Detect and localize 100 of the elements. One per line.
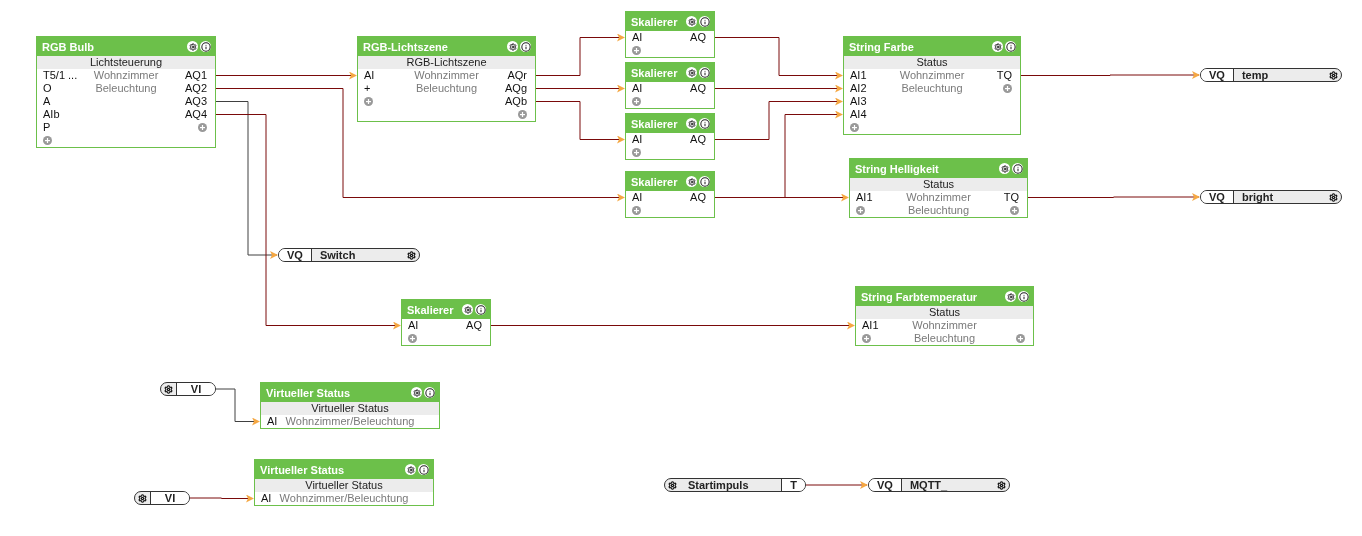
virtual-input — [134, 491, 190, 505]
connection-line — [215, 88, 625, 202]
room-label: Wohnzimmer — [899, 69, 965, 82]
port-label: AQg — [505, 82, 527, 95]
connection-line — [490, 321, 855, 330]
virtual-output — [278, 248, 420, 262]
room-label: Beleuchtung — [415, 82, 478, 95]
connection-line — [215, 114, 401, 330]
room-label: Beleuchtung — [913, 332, 976, 345]
block-subtitle: Virtueller Status — [261, 402, 439, 415]
port-label: AQ — [690, 82, 706, 95]
io-type-label: VI — [150, 492, 189, 504]
port-label: AQ — [690, 31, 706, 44]
virtual-output — [1200, 190, 1342, 204]
function-block — [849, 158, 1028, 218]
port-label: AI2 — [850, 82, 867, 95]
port-label: AIb — [43, 108, 60, 121]
port-label: AI1 — [850, 69, 867, 82]
port-label: A — [43, 95, 51, 108]
io-type-label: VQ — [1201, 69, 1234, 81]
function-block — [855, 286, 1034, 346]
block-title: Skalierer — [631, 66, 678, 79]
block-subtitle: Status — [850, 178, 1027, 191]
port-label: AQ1 — [185, 69, 207, 82]
connection-line — [805, 481, 868, 489]
connection-line — [1027, 193, 1200, 201]
connection-line — [714, 37, 843, 80]
block-subtitle: Virtueller Status — [255, 479, 433, 492]
function-block — [357, 36, 536, 122]
port-label: AI — [408, 319, 419, 332]
connection-line — [535, 101, 625, 144]
port-label: T5/1 ... — [43, 69, 78, 82]
function-block — [401, 299, 491, 346]
port-label: AI — [364, 69, 375, 82]
virtual-output — [1200, 68, 1342, 82]
connection-line — [215, 101, 278, 259]
connection-line — [215, 71, 357, 80]
port-label: AI — [632, 31, 643, 44]
port-label: TQ — [1003, 191, 1019, 204]
room-label: Beleuchtung — [907, 204, 970, 217]
port-label: AI — [632, 82, 643, 95]
block-title: Skalierer — [631, 175, 678, 188]
room-label: Wohnzimmer — [414, 69, 479, 82]
block-title: Virtueller Status — [266, 386, 351, 399]
port-label: O — [43, 82, 52, 95]
virtual-output — [868, 478, 1010, 492]
room-label: Wohnzimmer — [906, 191, 971, 204]
port-label: AQ — [690, 133, 706, 146]
connection-line — [535, 84, 625, 93]
block-title: RGB Bulb — [42, 40, 94, 53]
room-label: Wohnzimmer — [93, 69, 159, 82]
block-subtitle: Lichtsteuerung — [37, 56, 215, 69]
function-block — [625, 11, 715, 58]
block-subtitle: RGB-Lichtszene — [358, 56, 535, 69]
block-title: String Farbtemperatur — [861, 290, 978, 303]
port-label: AI — [261, 492, 272, 505]
block-title: String Farbe — [849, 40, 914, 53]
port-label: AQr — [507, 69, 527, 82]
virtual-input — [664, 478, 806, 492]
port-label: AQ — [690, 191, 706, 204]
connection-line — [714, 84, 843, 93]
connection-line — [714, 97, 843, 140]
connection-line — [714, 193, 849, 202]
port-label: TQ — [996, 69, 1012, 82]
io-type-label: VQ — [869, 479, 902, 491]
connection-line — [215, 388, 260, 426]
port-label: AI4 — [850, 108, 867, 121]
room-label: Wohnzimmer/Beleuchtung — [285, 415, 415, 428]
io-type-label: VI — [176, 383, 215, 395]
virtual-input — [160, 382, 216, 396]
function-block — [260, 382, 440, 429]
io-type-label: T — [781, 479, 805, 491]
port-label: AQ4 — [185, 108, 207, 121]
port-label: AI — [267, 415, 278, 428]
room-label: Wohnzimmer/Beleuchtung — [279, 492, 409, 505]
port-label: AQ — [466, 319, 482, 332]
port-label: AQ2 — [185, 82, 207, 95]
io-type-label: VQ — [1201, 191, 1234, 203]
block-title: Skalierer — [631, 15, 678, 28]
port-label: AI — [632, 191, 643, 204]
room-label: Beleuchtung — [95, 82, 157, 95]
room-label: Wohnzimmer — [912, 319, 977, 332]
port-label: P — [43, 121, 51, 134]
block-title: Skalierer — [631, 117, 678, 130]
function-block — [36, 36, 216, 148]
room-label: Beleuchtung — [901, 82, 963, 95]
block-title: RGB-Lichtszene — [363, 40, 448, 53]
block-title: Virtueller Status — [260, 463, 345, 476]
port-label: AI — [632, 133, 643, 146]
block-title: Skalierer — [407, 303, 454, 316]
block-title: String Helligkeit — [855, 162, 939, 175]
connection-line — [1020, 71, 1200, 79]
port-label: AQ3 — [185, 95, 207, 108]
port-label: + — [364, 82, 371, 95]
function-block — [254, 459, 434, 506]
port-label: AI1 — [856, 191, 873, 204]
port-label: AI1 — [862, 319, 879, 332]
connection-line — [189, 494, 254, 503]
port-label: AI3 — [850, 95, 867, 108]
function-block — [625, 62, 715, 109]
